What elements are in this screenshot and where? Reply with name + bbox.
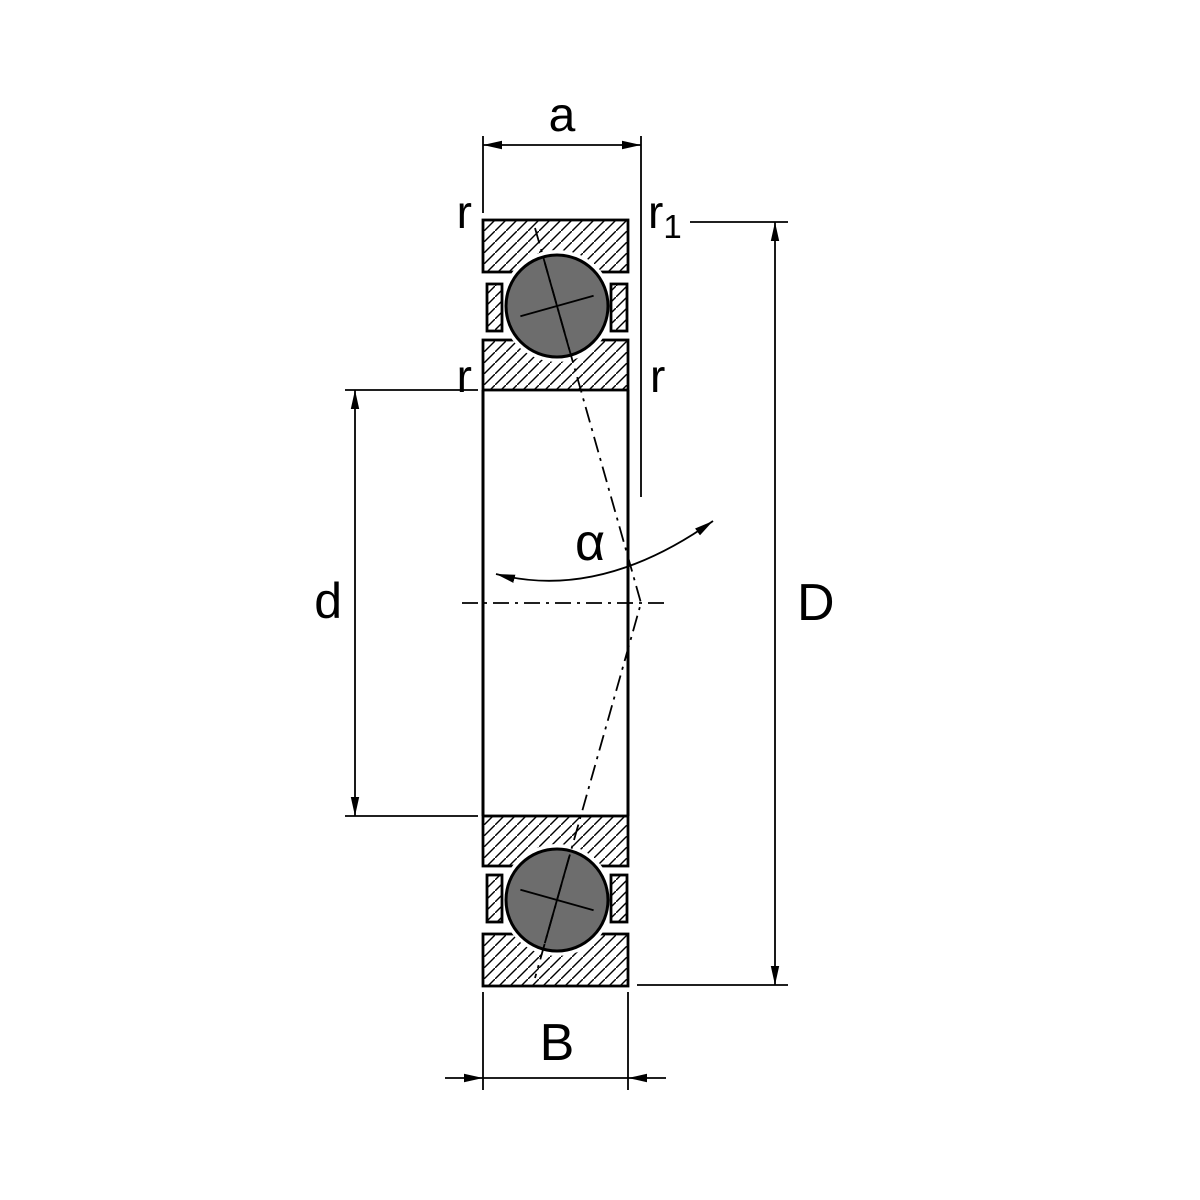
cage-right-bottom <box>609 873 629 924</box>
cage-left-bottom <box>485 873 504 924</box>
cage-left-top <box>485 282 504 333</box>
dimension-d: d <box>314 389 478 817</box>
bearing-bottom-half <box>481 814 630 988</box>
dimension-B: B <box>445 992 666 1090</box>
chamfer-r1-top-right-label: r1 <box>648 186 682 245</box>
chamfer-r1-base: r <box>648 186 663 238</box>
cage-right-top <box>609 282 629 333</box>
chamfer-r-mid-left-label: r <box>457 350 472 402</box>
dimension-D: D <box>637 221 835 986</box>
contact-angle-arc <box>495 520 714 583</box>
chamfer-r-top-left-label: r <box>457 186 472 238</box>
chamfer-r-mid-right-label: r <box>650 350 665 402</box>
dimension-d-label: d <box>314 573 342 629</box>
ball-top-cross-tick <box>520 294 594 318</box>
ball-bottom-cross-tick <box>520 888 594 912</box>
chamfer-r1-subscript: 1 <box>663 208 681 245</box>
dimension-a-label: a <box>549 89 576 142</box>
dimension-B-label: B <box>540 1014 575 1072</box>
dimension-D-label: D <box>797 574 835 632</box>
contact-angle-label: α <box>575 514 605 572</box>
bearing-top-half <box>481 218 630 392</box>
contact-angle-lines <box>534 227 642 979</box>
chamfer-labels: r r1 r r <box>457 186 682 402</box>
contact-angle: α <box>495 514 714 583</box>
dimension-a: a <box>482 89 642 497</box>
